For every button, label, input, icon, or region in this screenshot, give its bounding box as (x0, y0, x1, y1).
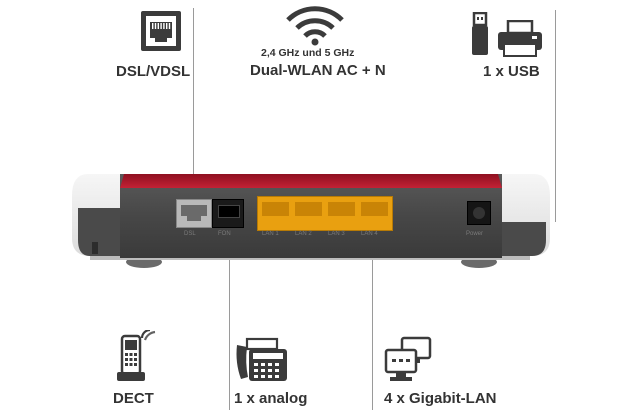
usb-connector-line (555, 10, 556, 222)
lan-ports (257, 196, 393, 231)
printer-icon (496, 20, 544, 58)
wifi-icon (284, 6, 346, 46)
wifi-subtitle: 2,4 GHz und 5 GHz (261, 47, 355, 59)
lan-port (295, 202, 322, 216)
lan-label: 4 x Gigabit-LAN (384, 390, 497, 407)
fon-port (212, 199, 244, 228)
port-label-lan2: LAN 2 (295, 231, 312, 237)
port-label-lan3: LAN 3 (328, 231, 345, 237)
lan-port (328, 202, 355, 216)
wifi-label: Dual-WLAN AC + N (250, 62, 386, 79)
dsl-port (176, 199, 212, 228)
port-label-lan4: LAN 4 (361, 231, 378, 237)
lan-port (262, 202, 289, 216)
ethernet-port-icon (140, 10, 182, 52)
dsl-connector-line (193, 8, 194, 213)
port-label-fon: FON (218, 231, 231, 237)
dsl-label: DSL/VDSL (116, 63, 191, 80)
dect-label: DECT (113, 390, 154, 407)
fax-phone-icon (233, 337, 289, 383)
port-label-dsl: DSL (184, 231, 196, 237)
lan-connector-line (372, 218, 373, 410)
networked-computers-icon (384, 336, 434, 382)
analog-label: 1 x analog (234, 390, 308, 407)
analog-connector-line (229, 222, 230, 410)
usb-label: 1 x USB (483, 63, 540, 80)
port-label-lan1: LAN 1 (262, 231, 279, 237)
lan-port (361, 202, 388, 216)
port-label-power: Power (466, 231, 484, 237)
power-port (467, 201, 491, 225)
cordless-phone-icon (116, 330, 156, 382)
usb-stick-icon (471, 12, 489, 56)
